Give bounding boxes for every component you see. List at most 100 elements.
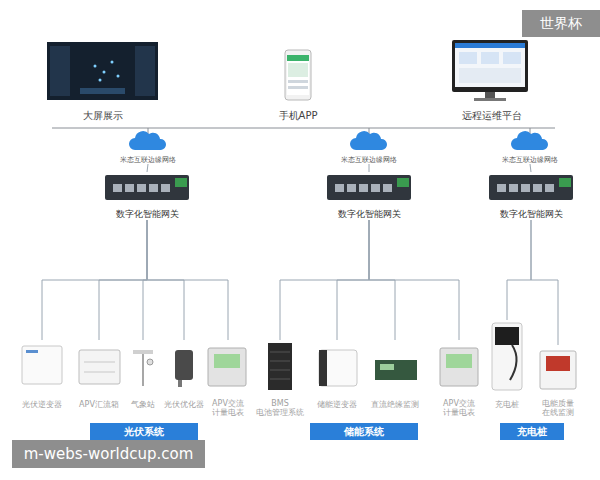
- monitor-base: [474, 98, 506, 101]
- inverter-symbol: [22, 346, 62, 384]
- node-label: 光伏系统: [90, 423, 198, 440]
- inverter-side: [319, 350, 327, 386]
- system-tag: 储能系统: [310, 423, 418, 440]
- charger-cable: [510, 345, 517, 380]
- cloud-symbol: [511, 131, 548, 150]
- weather-sensor: [147, 359, 153, 365]
- node-label: 储能系统: [310, 423, 418, 440]
- system-tag: 光伏系统: [90, 423, 198, 440]
- tree-connector: [42, 220, 147, 340]
- gateway-body: [105, 175, 189, 200]
- watermark-text: 世界杯: [522, 10, 600, 37]
- map-dot: [103, 71, 106, 74]
- node-label: APV交流 计量电表: [437, 399, 481, 418]
- gateway-port: [383, 184, 392, 192]
- optimizer-symbol: [175, 350, 193, 380]
- phone-row: [288, 86, 308, 89]
- display-node: 远程运维平台: [447, 38, 537, 122]
- monitor-screen: [455, 43, 525, 87]
- meter-screen: [446, 354, 472, 368]
- gateway-port: [371, 184, 380, 192]
- node-label: 数字化智能网关: [486, 209, 576, 220]
- device-node: APV汇流箱: [74, 340, 124, 410]
- device-node: 储能逆变器: [314, 340, 360, 410]
- node-label: 气象站: [124, 400, 162, 410]
- gateway-box: 数字化智能网关: [324, 172, 414, 220]
- device-node: 电能质量 在线监测: [536, 345, 580, 418]
- tree-connector: [337, 220, 369, 340]
- node-label: 电能质量 在线监测: [536, 399, 580, 418]
- combiner-box-symbol: [79, 350, 120, 384]
- gateway-port: [497, 184, 506, 192]
- gateway-terminal: [397, 178, 409, 187]
- monitor-tile: [503, 52, 521, 64]
- gateway-port: [335, 184, 344, 192]
- display-node: 大屏展示: [47, 40, 159, 122]
- phone-bar: [287, 55, 309, 61]
- cloud-symbol: [350, 131, 387, 150]
- node-label: 手机APP: [270, 110, 326, 122]
- node-label: 米态互联边缘网络: [112, 156, 184, 164]
- phone-row: [288, 80, 308, 83]
- node-label: 数字化智能网关: [324, 209, 414, 220]
- map-dot: [99, 79, 102, 82]
- monitor-stand: [485, 92, 495, 98]
- gateway-terminal: [559, 178, 571, 187]
- tree-connector: [530, 164, 531, 172]
- map-dot: [94, 65, 97, 68]
- network-cloud: 米态互联边缘网络: [494, 131, 566, 164]
- meter-screen: [214, 354, 240, 368]
- charger-head: [495, 327, 519, 345]
- storage-inverter-symbol: [319, 350, 357, 386]
- node-label: 直流绝缘监测: [368, 400, 422, 410]
- tree-connector: [147, 220, 228, 340]
- gateway-port: [137, 184, 146, 192]
- optimizer-cable: [178, 380, 182, 387]
- phone-body: [285, 50, 311, 100]
- device-node: BMS 电池管理系统: [250, 340, 310, 418]
- tree-connector: [531, 220, 558, 345]
- node-label: 数字化智能网关: [102, 209, 192, 220]
- charger-symbol: [492, 323, 522, 390]
- gateway-box: 数字化智能网关: [102, 172, 192, 220]
- gateway-port: [161, 184, 170, 192]
- gateway-device: [105, 175, 189, 200]
- node-label: APV交流 计量电表: [206, 399, 250, 418]
- screen-frame: [47, 42, 158, 100]
- node-label: BMS 电池管理系统: [250, 399, 310, 418]
- node-label: 充电桩: [500, 423, 564, 440]
- meter-symbol: [208, 348, 246, 386]
- map-dot: [111, 61, 114, 64]
- node-label: 大屏展示: [47, 110, 159, 122]
- node-label: APV汇流箱: [74, 400, 124, 410]
- gateway-box: 数字化智能网关: [486, 172, 576, 220]
- cloud-symbol: [129, 131, 166, 150]
- inverter-logo: [26, 350, 38, 353]
- gateway-terminal: [175, 178, 187, 187]
- tree-connector: [507, 220, 531, 320]
- bms-rack-symbol: [268, 343, 292, 390]
- node-label: 米态互联边缘网络: [494, 156, 566, 164]
- gateway-port: [359, 184, 368, 192]
- tree-connector: [143, 220, 147, 340]
- rack-slot: [270, 379, 290, 380]
- gateway-port: [347, 184, 356, 192]
- power-quality-symbol: [540, 351, 576, 389]
- node-label: 光伏逆变器: [16, 400, 68, 410]
- combiner-detail: [84, 362, 115, 363]
- device-node: 充电桩: [487, 320, 527, 410]
- screen-bar: [80, 88, 125, 94]
- screen-panel: [135, 46, 155, 96]
- gateway-port: [533, 184, 542, 192]
- gateway-body: [327, 175, 411, 200]
- map-dot: [117, 75, 120, 78]
- device-node: APV交流 计量电表: [437, 340, 481, 418]
- monitor-frame: [452, 40, 528, 92]
- gateway-port: [521, 184, 530, 192]
- gateway-port: [149, 184, 158, 192]
- device-node: 直流绝缘监测: [368, 340, 422, 410]
- tree-connector: [369, 220, 459, 340]
- monitor-bar: [455, 43, 525, 48]
- gateway-device: [489, 175, 573, 200]
